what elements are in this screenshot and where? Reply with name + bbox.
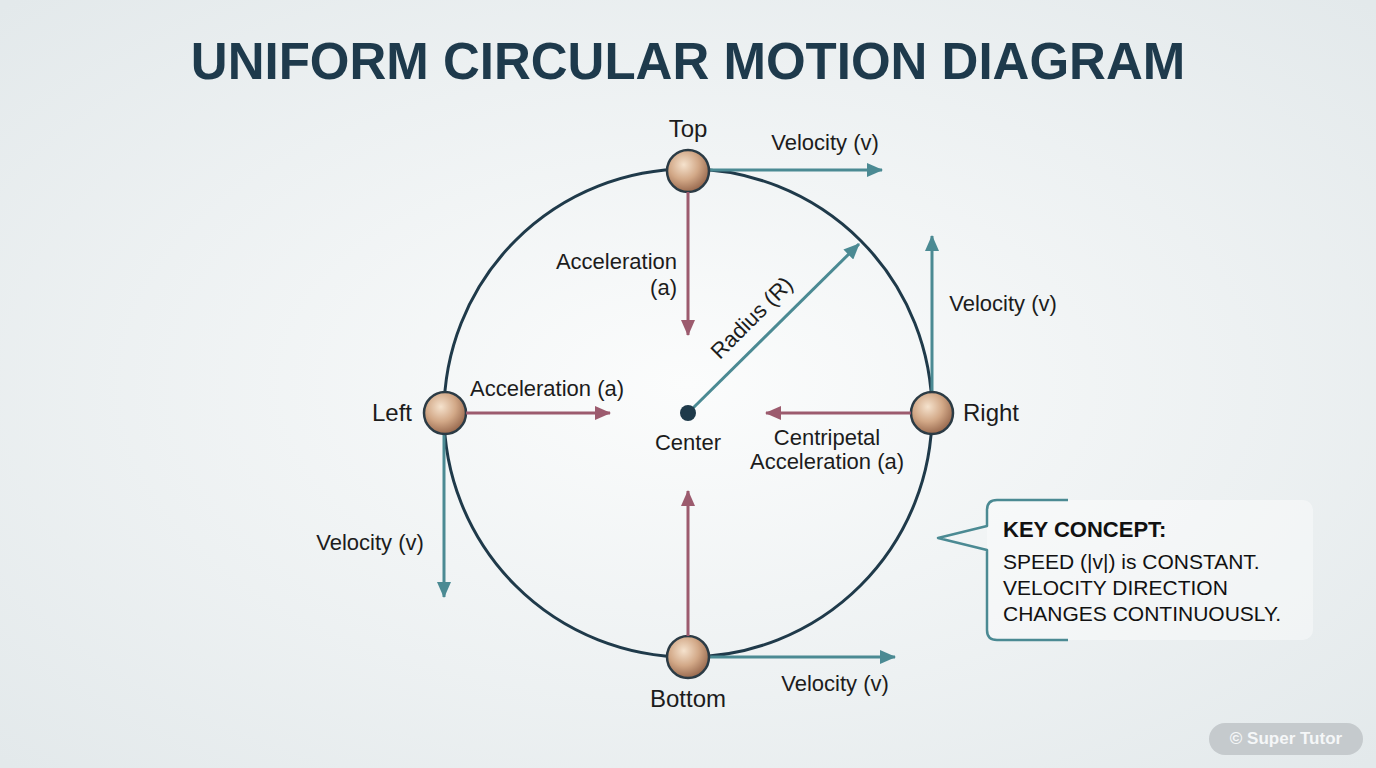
node-heading: Right [963, 392, 1041, 434]
acceleration-arrow [687, 491, 690, 636]
velocity-arrow [443, 434, 446, 597]
velocity-arrow [709, 656, 895, 659]
diagram-title: UNIFORM CIRCULAR MOTION DIAGRAM [88, 30, 1288, 94]
moving-ball [667, 636, 709, 678]
acceleration-arrow [687, 192, 690, 335]
velocity-arrow [931, 236, 934, 392]
velocity-label: Velocity (v) [770, 670, 900, 698]
velocity-label: Velocity (v) [760, 129, 890, 157]
center-dot [680, 405, 696, 421]
acceleration-label: Acceleration (a) [537, 249, 677, 301]
acceleration-arrow [466, 412, 610, 415]
moving-ball [424, 392, 466, 434]
key-concept-callout: KEY CONCEPT: SPEED (|v|) is CONSTANT. VEL… [935, 498, 1315, 644]
position-ball: Bottom [648, 636, 728, 718]
node-heading: KEY CONCEPT: [1003, 517, 1303, 543]
callout-fill [987, 500, 1313, 640]
circular-path [444, 169, 932, 657]
velocity-label: Velocity (v) [305, 529, 435, 557]
node-heading: Center [638, 429, 738, 457]
node-heading: Top [648, 112, 728, 146]
position-ball: Right [911, 392, 1041, 434]
position-ball: Left [356, 392, 466, 434]
node-shape [610, 335, 766, 491]
node-heading: Left [356, 392, 412, 434]
position-ball: Top [648, 112, 728, 192]
acceleration-arrow [766, 412, 911, 415]
acceleration-label: Acceleration (a) [470, 375, 670, 403]
moving-ball [667, 150, 709, 192]
acceleration-label: Centripetal Acceleration (a) [737, 426, 917, 474]
node-body: SPEED (|v|) is CONSTANT. VELOCITY DIRECT… [1003, 549, 1303, 627]
center-point: Center [610, 335, 766, 491]
watermark-pill [1209, 723, 1363, 755]
watermark: © Super Tutor [1209, 723, 1363, 755]
moving-ball [911, 392, 953, 434]
radius-arrow [688, 244, 859, 413]
velocity-arrow [709, 169, 882, 172]
velocity-label: Velocity (v) [938, 290, 1068, 318]
node-heading: Bottom [648, 682, 728, 716]
